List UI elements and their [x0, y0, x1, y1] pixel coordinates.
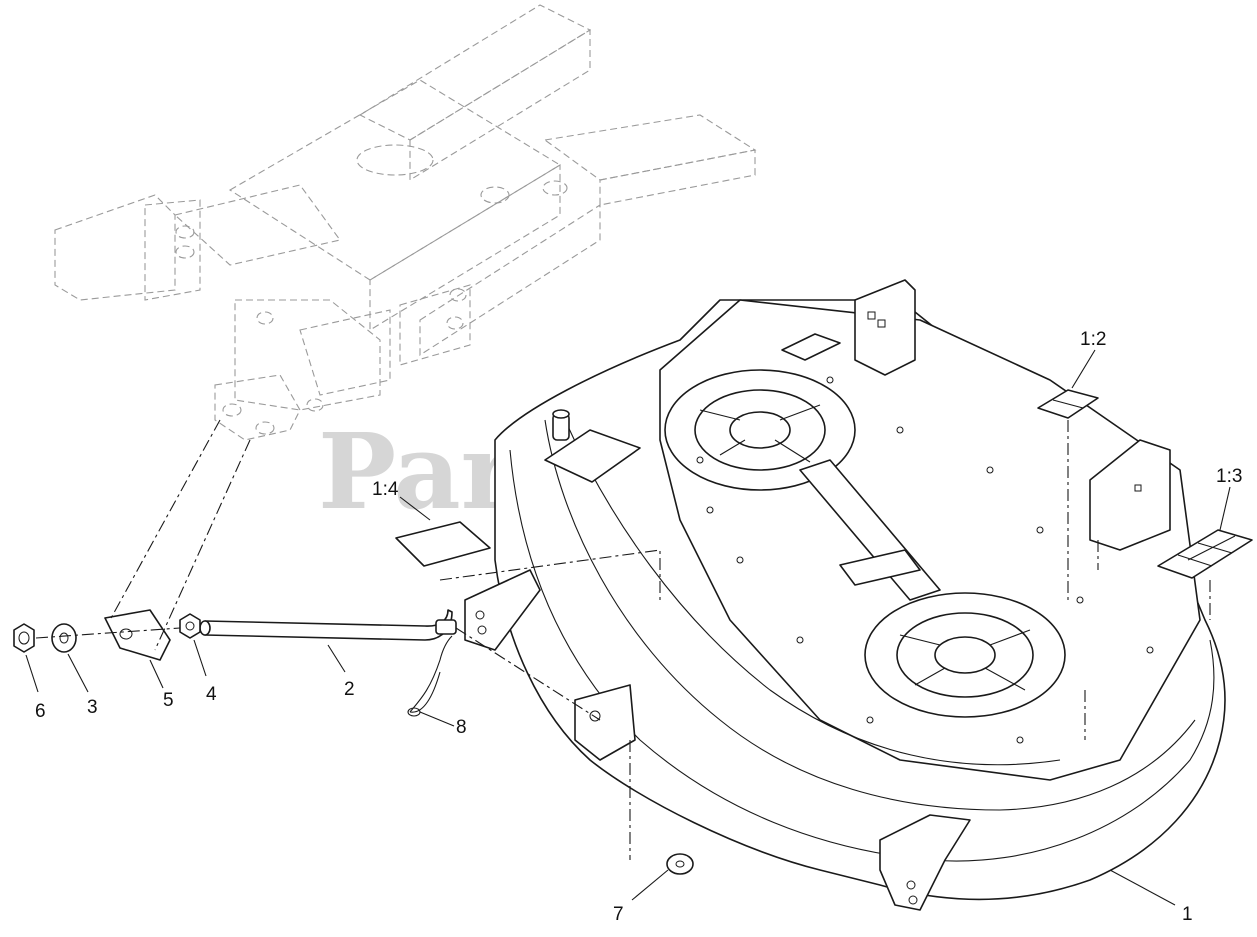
- callout-5: 5: [163, 690, 174, 711]
- lift-link-5: [104, 609, 171, 661]
- callout-7: 7: [613, 904, 624, 925]
- callout-1-4: 1:4: [372, 479, 399, 500]
- washer-3: [51, 623, 77, 653]
- assembly-centerlines: [35, 419, 1211, 860]
- decal-1-3: [1157, 529, 1253, 579]
- hairpin-cotter-8: [407, 635, 453, 717]
- callout-labels: 1 2 3 4 5 6 7 8 1:2 1:3 1:4: [35, 329, 1242, 925]
- locknut-6: [13, 623, 35, 653]
- callout-1-3: 1:3: [1216, 466, 1242, 487]
- decal-1-2: [1037, 389, 1099, 419]
- callout-8: 8: [456, 717, 467, 738]
- callout-4: 4: [206, 684, 217, 705]
- rod-2: [199, 609, 457, 641]
- decal-1-4: [395, 521, 491, 567]
- washer-7: [666, 853, 694, 875]
- callout-1-2: 1:2: [1080, 329, 1106, 350]
- leader-lines: [25, 349, 1231, 906]
- tractor-frame-phantom: [54, 4, 757, 441]
- callout-2: 2: [344, 679, 355, 700]
- callout-6: 6: [35, 701, 46, 722]
- mower-deck: [464, 279, 1226, 911]
- callout-1: 1: [1182, 904, 1193, 925]
- decal-deck-top: [544, 333, 841, 483]
- callout-3: 3: [87, 697, 98, 718]
- hex-nut-4: [179, 613, 201, 639]
